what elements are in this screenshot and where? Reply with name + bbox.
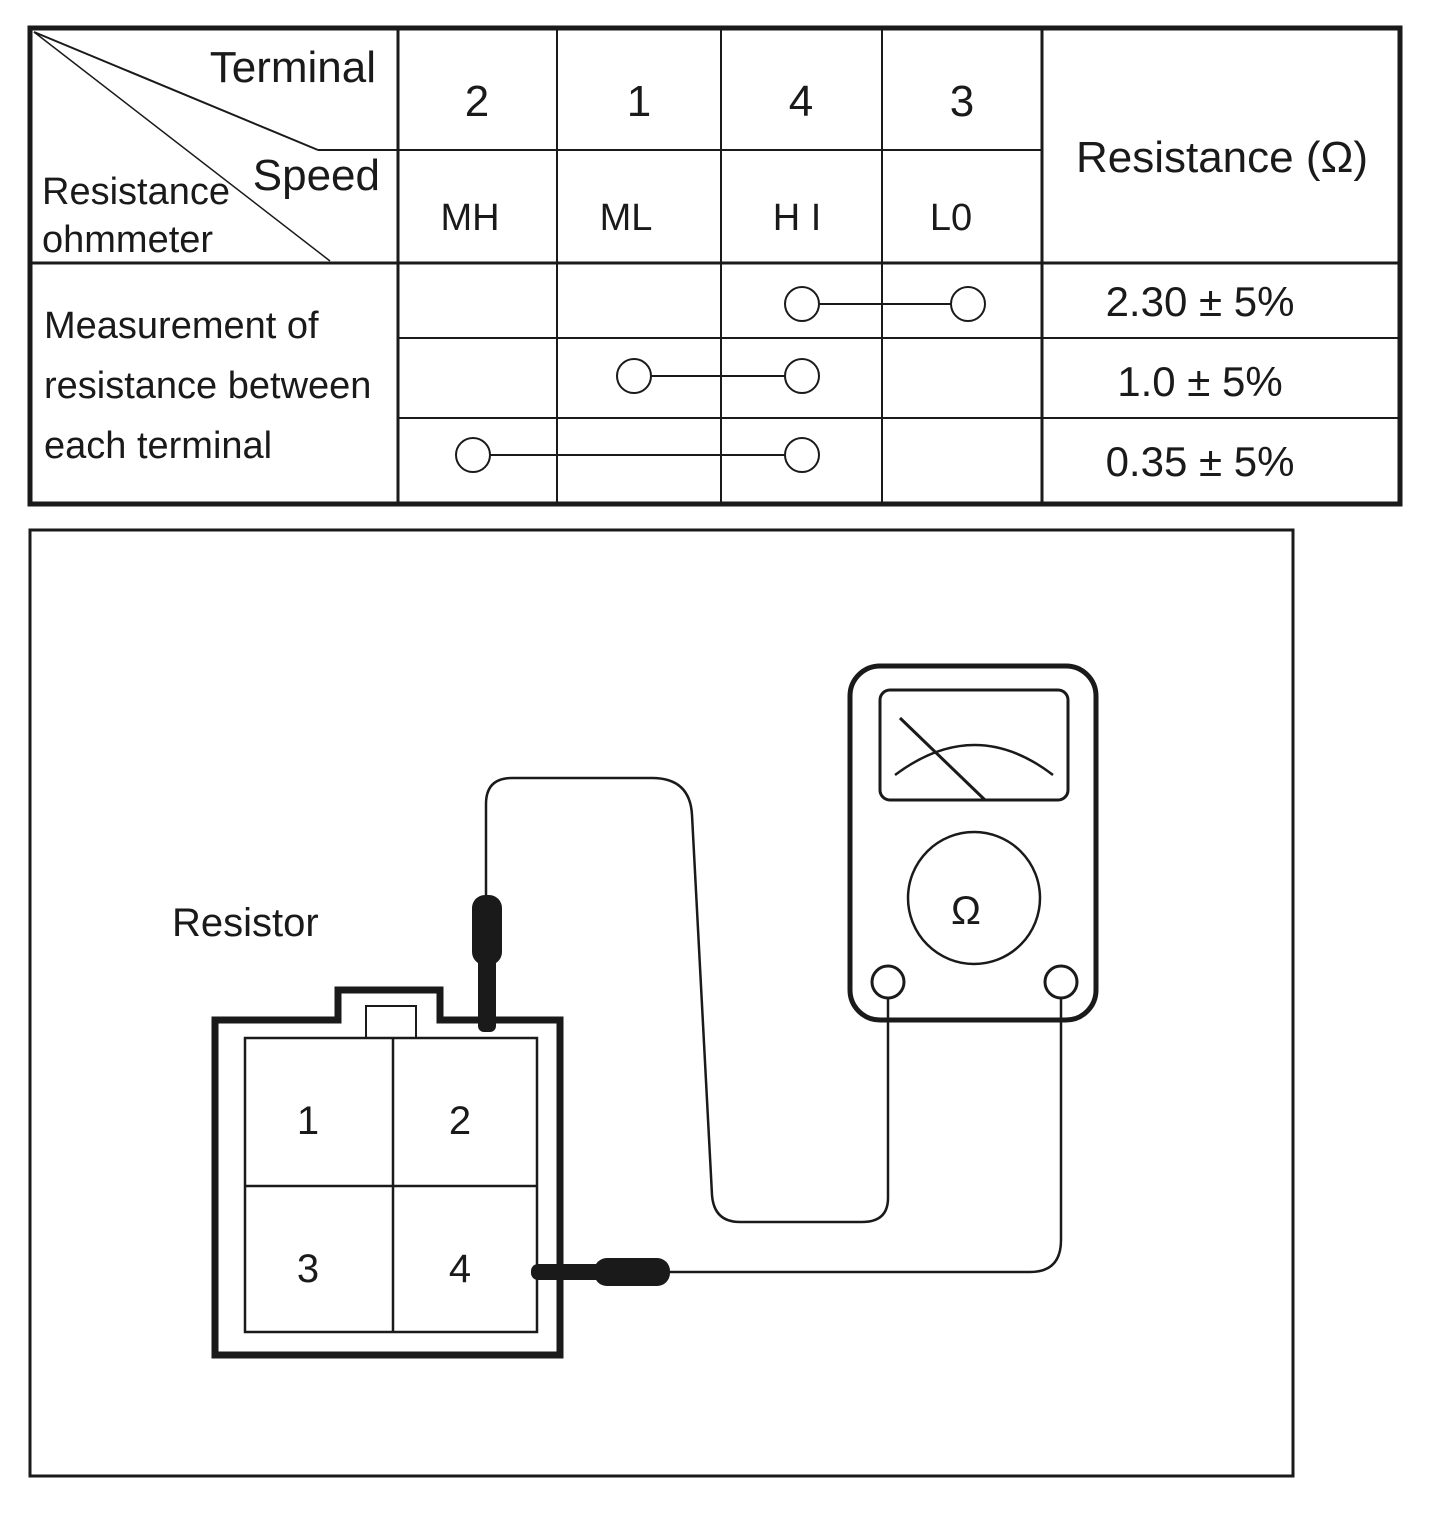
corner-diagonal-upper — [33, 31, 319, 151]
resistor-connector: 1 2 3 4 — [211, 986, 564, 1359]
terminal-number: 2 — [465, 77, 489, 126]
test-probe-side — [531, 1258, 670, 1286]
range-selector-dial — [906, 830, 1042, 966]
resistance-value: 0.35 ± 5% — [1106, 438, 1295, 485]
resistance-spec-table: Terminal Speed Resistance ohmmeter 2 1 4… — [27, 25, 1403, 507]
corner-diagonal-lower — [33, 31, 331, 262]
table-frame — [27, 25, 1403, 507]
ohmmeter-label: ohmmeter — [42, 219, 213, 261]
test-lead-bottom — [668, 998, 1063, 1274]
ohmmeter: Ω — [847, 663, 1099, 1023]
terminal-connection-circle — [784, 437, 820, 473]
probe-handle — [472, 895, 502, 965]
ohmmeter-body — [847, 663, 1099, 1023]
probe-handle — [594, 1258, 670, 1286]
terminal-number: 1 — [627, 77, 651, 126]
resistance-header: Resistance (Ω) — [1076, 133, 1368, 182]
speed-name: MH — [440, 197, 499, 239]
meter-scale-arc — [894, 743, 1054, 777]
connector-terminal-3: 3 — [297, 1247, 319, 1291]
ohm-icon: Ω — [951, 889, 981, 933]
resistance-value: 2.30 ± 5% — [1106, 278, 1295, 325]
diagram-frame — [28, 528, 1295, 1478]
measurement-label-line: Measurement of — [44, 305, 319, 347]
connector-latch — [365, 1005, 417, 1039]
resistor-label: Resistor — [172, 901, 319, 945]
speed-name: L0 — [930, 197, 972, 239]
test-lead-top — [484, 776, 890, 1224]
meter-jack-right — [1043, 964, 1079, 1000]
resistance-value: 1.0 ± 5% — [1117, 358, 1282, 405]
probe-tip — [478, 958, 496, 1032]
terminal-connection-circle — [950, 286, 986, 322]
terminal-number: 3 — [950, 77, 974, 126]
probe-tip — [531, 1264, 603, 1280]
measurement-label-line: resistance between — [44, 365, 371, 407]
test-probe-top — [472, 895, 502, 1032]
connector-terminal-1: 1 — [297, 1099, 319, 1143]
connector-housing — [211, 986, 564, 1359]
connector-face — [243, 1036, 539, 1334]
meter-display — [878, 688, 1070, 802]
resistance-corner-label: Resistance — [42, 171, 230, 213]
meter-jack-left — [870, 964, 906, 1000]
speed-label: Speed — [253, 151, 380, 200]
speed-name: H I — [773, 197, 822, 239]
terminal-number: 4 — [789, 77, 813, 126]
connection-marks — [455, 286, 986, 473]
speed-name: ML — [600, 197, 653, 239]
meter-needle — [898, 716, 987, 802]
terminal-label: Terminal — [210, 43, 376, 92]
connector-terminal-4: 4 — [449, 1247, 471, 1291]
terminal-connection-circle — [455, 437, 491, 473]
terminal-connection-circle — [784, 358, 820, 394]
measurement-label-line: each terminal — [44, 425, 272, 467]
terminal-connection-circle — [784, 286, 820, 322]
terminal-connection-circle — [616, 358, 652, 394]
connector-terminal-2: 2 — [449, 1099, 471, 1143]
